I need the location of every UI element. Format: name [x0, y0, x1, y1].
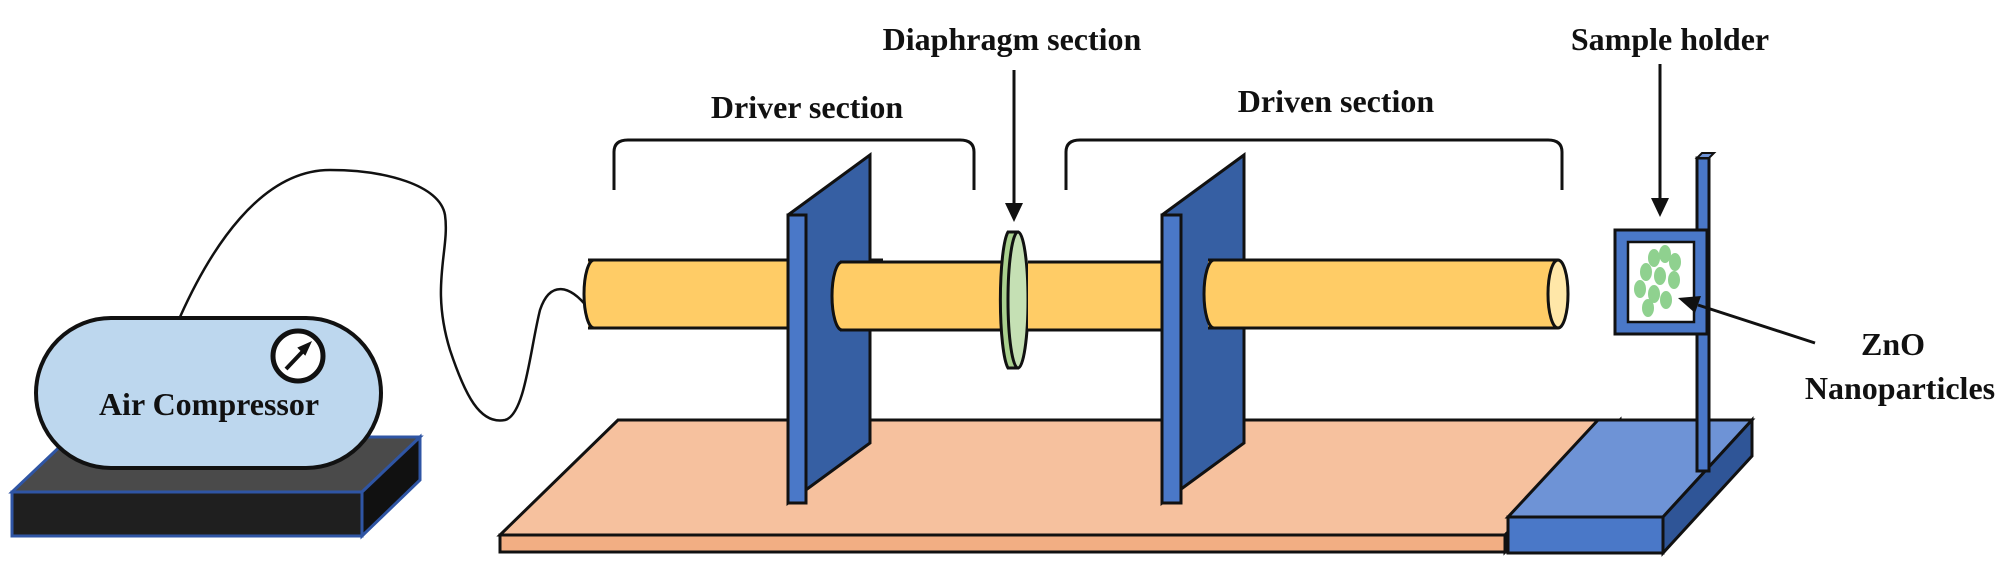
zno-arrow [1678, 296, 1816, 345]
driver-section-label: Driver section [711, 89, 903, 125]
driver-section-bracket [612, 138, 976, 190]
sample-stand-base [1504, 416, 1756, 557]
air-hose [178, 168, 589, 422]
diaphragm-arrow [1005, 70, 1023, 222]
middle-tube [830, 260, 1005, 332]
zno-nanoparticles [1634, 245, 1681, 317]
sample-holder-label: Sample holder [1571, 21, 1769, 57]
zno-label-line2: Nanoparticles [1805, 370, 1995, 406]
sample-holder-arrow [1651, 64, 1669, 217]
driven-support-plate [1160, 152, 1246, 506]
driven-tube-b [1202, 258, 1570, 330]
driver-support-plate [786, 152, 872, 506]
driven-section-label: Driven section [1238, 83, 1435, 119]
pressure-gauge-icon [270, 328, 326, 384]
driven-section-bracket [1064, 138, 1564, 190]
diaphragm-disc [998, 230, 1030, 370]
diaphragm-section-label: Diaphragm section [883, 21, 1142, 57]
air-compressor-label: Air Compressor [99, 386, 319, 422]
platform-base [496, 416, 1624, 556]
zno-label-line1: ZnO [1861, 326, 1925, 362]
